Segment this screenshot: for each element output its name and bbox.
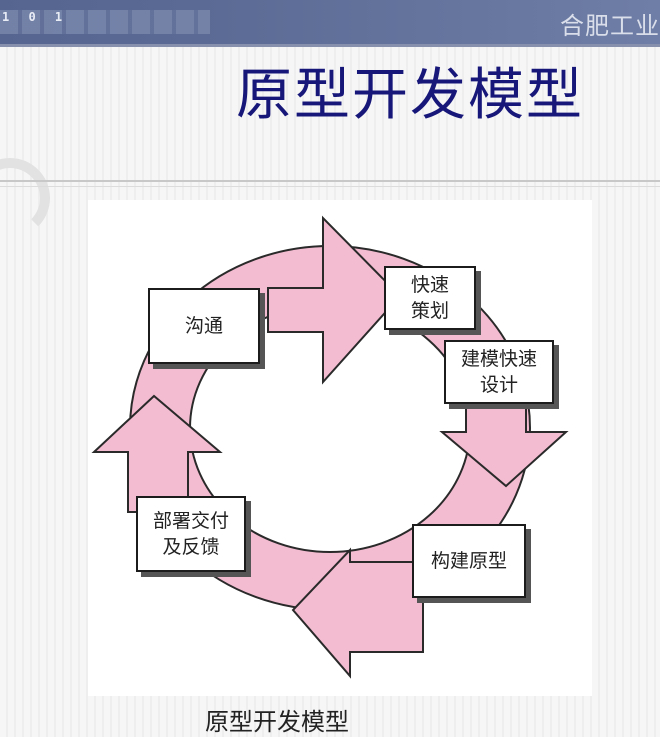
- box-quick-plan: 快速 策划: [384, 266, 476, 330]
- box-construct-prototype: 构建原型: [412, 524, 526, 598]
- box-modeling-quick-design: 建模快速 设计: [444, 340, 554, 404]
- header-bar: 1 0 1 合肥工业: [0, 0, 660, 44]
- header-underline: [0, 44, 660, 47]
- box-communication: 沟通: [148, 288, 260, 364]
- divider: [0, 180, 660, 182]
- figure-caption: 原型开发模型: [205, 708, 349, 736]
- divider-thin: [0, 186, 660, 187]
- cycle-ring-svg: [91, 215, 569, 679]
- header-brand: 合肥工业: [560, 12, 660, 40]
- cycle-arrow-bottom-shape: [291, 547, 424, 679]
- header-digits: 1 0 1: [2, 10, 69, 24]
- header-decorative-strip: [0, 10, 210, 34]
- prototype-cycle-diagram: 沟通 快速 策划 建模快速 设计 构建原型 部署交付 及反馈: [88, 200, 592, 696]
- slide-title: 原型开发模型: [236, 63, 584, 128]
- cycle-arrow-top: [267, 215, 402, 385]
- decorative-swoosh: [0, 158, 50, 238]
- box-deployment-feedback: 部署交付 及反馈: [136, 496, 246, 572]
